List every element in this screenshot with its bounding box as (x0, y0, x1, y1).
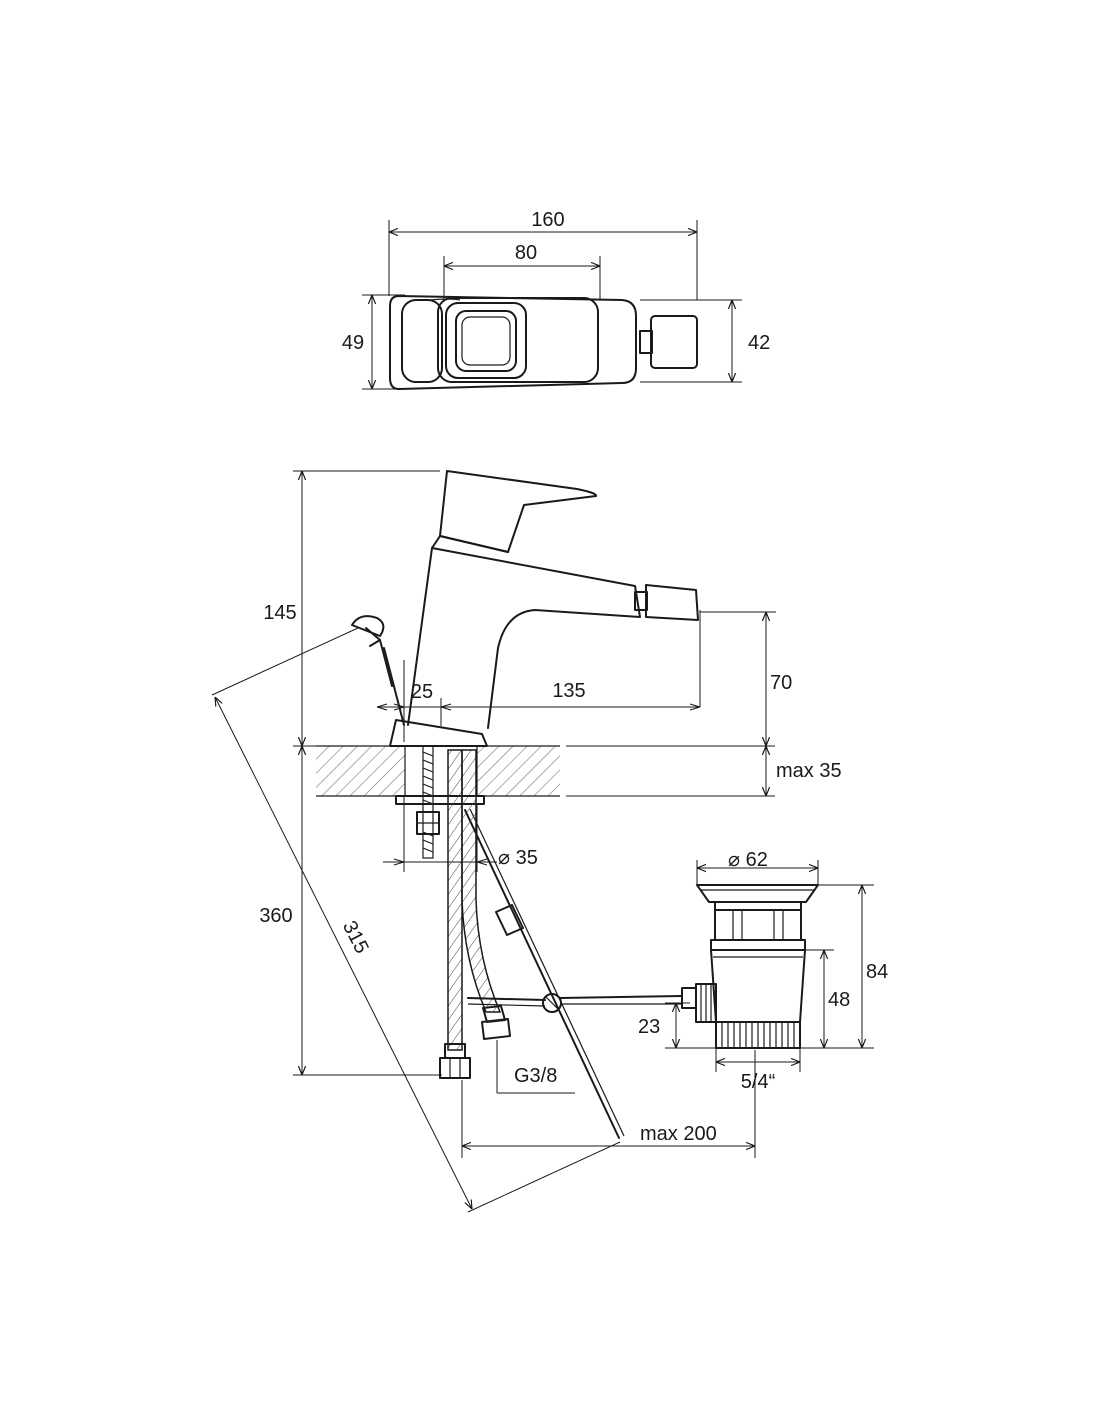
hole-diameter-label: ⌀ 35 (498, 847, 538, 869)
waste-total-height-label: 84 (866, 961, 888, 983)
dimension-80: 80 (443, 242, 601, 300)
waste-body-height-label: 48 (828, 989, 850, 1011)
top-view-body (389, 295, 698, 390)
deck-thickness-label: max 35 (776, 760, 842, 782)
base-offset-label: 25 (411, 681, 433, 703)
height-top-label: 145 (263, 602, 296, 624)
top-height-right-label: 42 (748, 332, 770, 354)
mounting-stud: ⌀ 35 (383, 745, 538, 872)
dimension-max-200: max 200 (461, 1050, 756, 1158)
drain-rod-length-label: 315 (338, 917, 373, 957)
dimension-160: 160 (388, 209, 698, 300)
waste-valve: ⌀ 62 23 48 84 (638, 849, 888, 1093)
drain-control-rod (464, 808, 683, 1139)
mixer-body (389, 470, 699, 805)
mounting-deck: max 35 (316, 744, 842, 798)
top-height-left-label: 49 (342, 332, 364, 354)
waste-thread-label: 5/4“ (741, 1071, 775, 1093)
height-total-label: 360 (259, 905, 292, 927)
hose-thread-label: G3/8 (514, 1065, 557, 1087)
spout-dimensions: 25 135 70 (376, 610, 792, 746)
dimension-42: 42 (640, 299, 770, 383)
side-view: 145 360 315 max 35 (211, 470, 842, 1213)
spout-reach-label: 135 (552, 680, 585, 702)
dimension-49: 49 (342, 294, 405, 390)
top-view: 160 80 49 42 (342, 209, 770, 390)
supply-hoses: G3/8 (439, 749, 575, 1094)
spout-height-label: 70 (770, 672, 792, 694)
top-width-overall-label: 160 (531, 209, 564, 231)
connector-height-label: 23 (638, 1016, 660, 1038)
rod-reach-label: max 200 (640, 1123, 717, 1145)
waste-diameter-label: ⌀ 62 (728, 849, 768, 871)
top-width-body-label: 80 (515, 242, 537, 264)
pop-up-knob (351, 615, 405, 726)
